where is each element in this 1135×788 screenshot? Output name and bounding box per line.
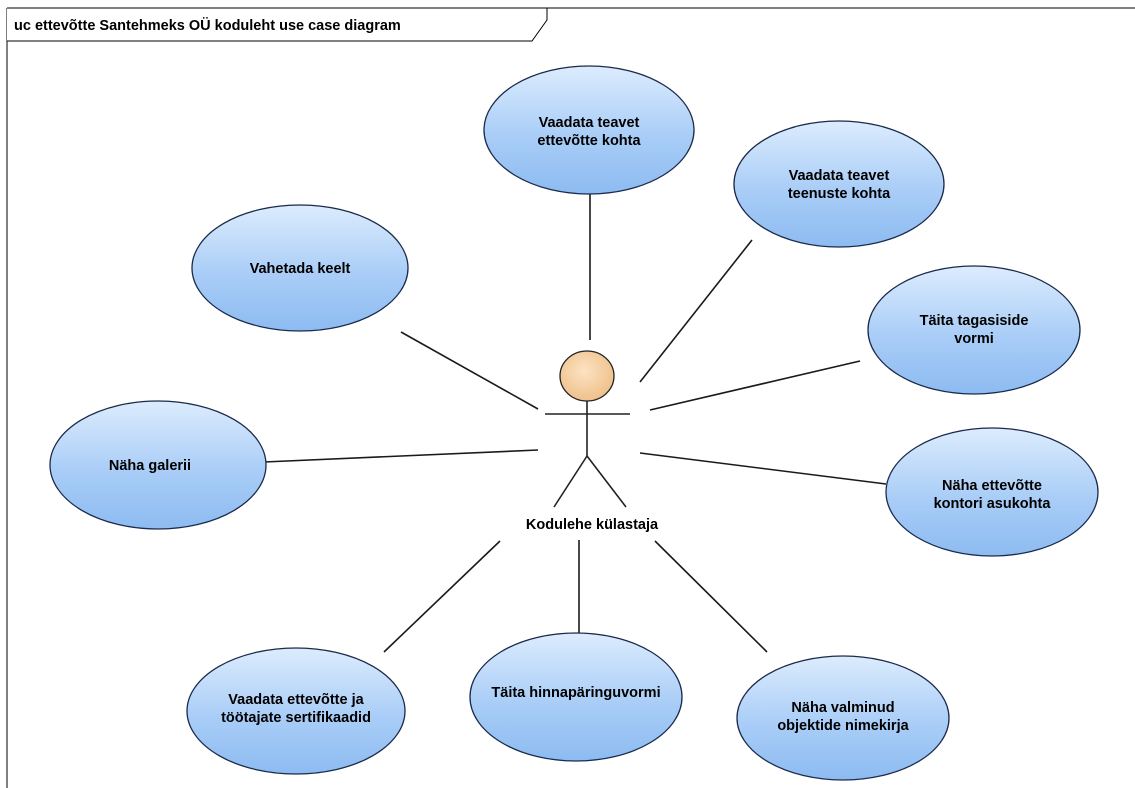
association-line [639, 239, 753, 383]
use-case-naha-galerii[interactable]: Näha galerii [49, 400, 267, 530]
use-case-taita-tagasiside-vormi[interactable]: Täita tagasiside vormi [867, 265, 1081, 395]
use-case-label-line: ettevõtte kohta [537, 133, 641, 149]
association-line [400, 331, 539, 410]
use-case-vaadata-teavet-ettevotte-kohta[interactable]: Vaadata teavet ettevõtte kohta [483, 65, 695, 195]
use-case-label-line: töötajate sertifikaadid [221, 710, 371, 726]
actor-head [559, 350, 615, 402]
use-case-label-line: Näha valminud [791, 700, 894, 716]
actor-name: Kodulehe külastaja [526, 517, 659, 533]
frame-label-tab [7, 7, 548, 42]
use-case-label-line: Näha galerii [109, 458, 191, 474]
use-case-label-line: Vaadata teavet [789, 168, 890, 184]
use-case-taita-hinnaparinguvormi[interactable]: Täita hinnapäringuvormi [469, 632, 683, 762]
use-case-label-line: teenuste kohta [788, 186, 891, 202]
use-case-label-line: Täita tagasiside [920, 313, 1029, 329]
association-line [263, 449, 539, 463]
use-case-vahetada-keelt[interactable]: Vahetada keelt [191, 204, 409, 332]
use-case-label-line: kontori asukohta [934, 496, 1052, 512]
association-line [649, 360, 861, 411]
frame-label: uc ettevõtte Santehmeks OÜ koduleht use … [14, 17, 401, 34]
use-case-label-line: objektide nimekirja [777, 718, 909, 734]
use-case-label-line: Vahetada keelt [250, 261, 351, 277]
use-case-label-line: Vaadata teavet [539, 115, 640, 131]
use-case-label-line: Vaadata ettevõtte ja [228, 692, 364, 708]
use-case-label-line: vormi [954, 331, 994, 347]
association-line [383, 540, 501, 653]
use-case-naha-ettevotte-kontori-asukohta[interactable]: Näha ettevõtte kontori asukohta [885, 427, 1099, 557]
diagram-frame: uc ettevõtte Santehmeks OÜ koduleht use … [6, 7, 1135, 788]
use-case-vaadata-sertifikaadid[interactable]: Vaadata ettevõtte ja töötajate sertifika… [186, 647, 406, 775]
use-case-naha-valminud-objektide-nimekirja[interactable]: Näha valminud objektide nimekirja [736, 655, 950, 781]
associations [263, 194, 887, 653]
use-case-label-line: Täita hinnapäringuvormi [491, 685, 660, 701]
use-case-label-line: Näha ettevõtte [942, 478, 1042, 494]
actor-left-leg [553, 455, 588, 508]
actor: Kodulehe külastaja [526, 350, 659, 533]
association-line [654, 540, 768, 653]
actor-right-leg [586, 455, 627, 508]
use-case-vaadata-teavet-teenuste-kohta[interactable]: Vaadata teavet teenuste kohta [733, 120, 945, 248]
association-line [639, 452, 887, 485]
